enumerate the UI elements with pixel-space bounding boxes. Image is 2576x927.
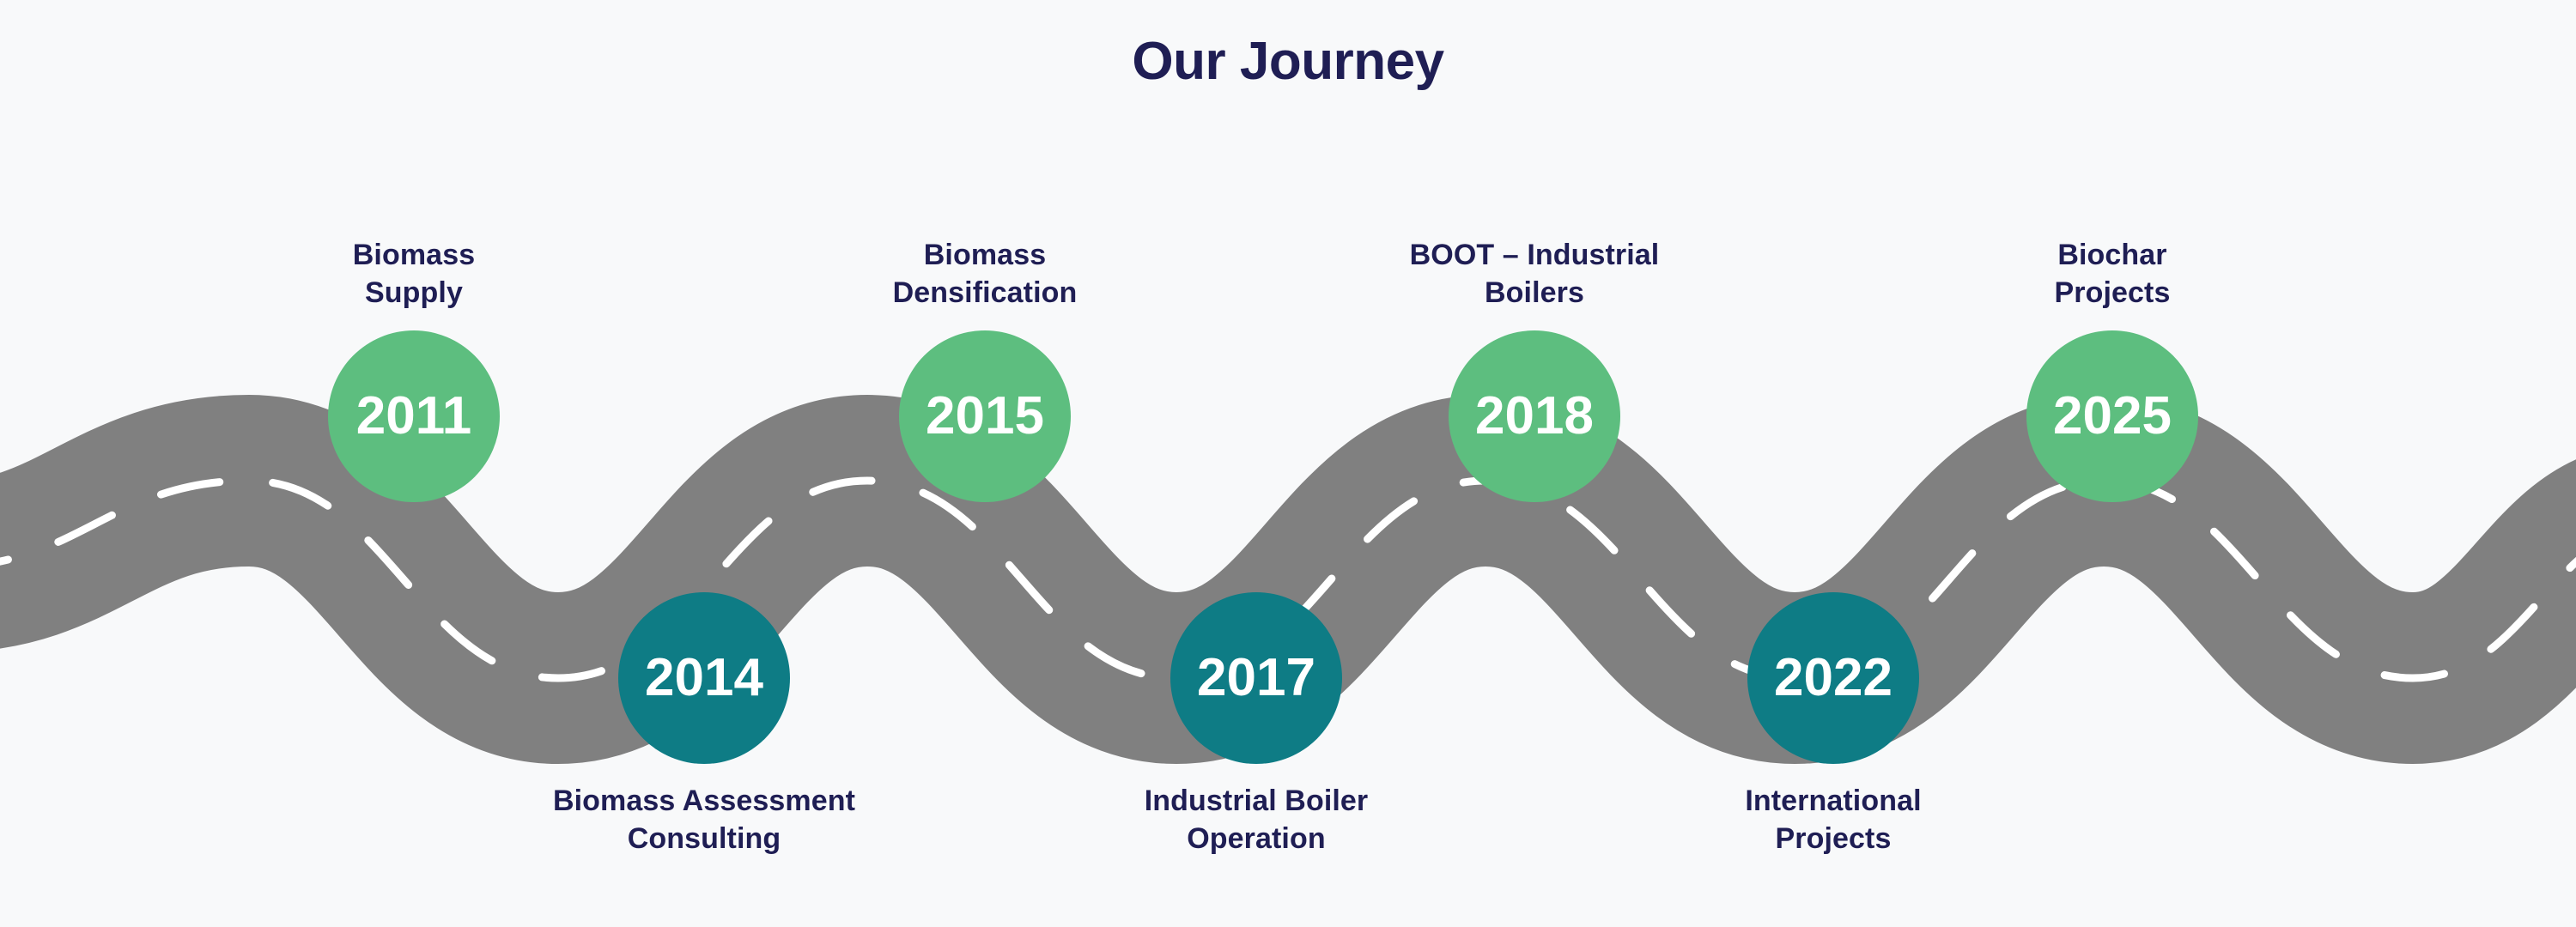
milestone-year-badge[interactable]: 2018 [1449, 330, 1620, 503]
milestone-year-badge[interactable]: 2017 [1170, 592, 1342, 764]
milestone-year-badge[interactable]: 2025 [2026, 330, 2198, 503]
milestone-caption: Biochar Projects [2054, 239, 2171, 309]
milestone-year-badge[interactable]: 2014 [618, 592, 790, 764]
milestone-2011[interactable]: Biomass Supply 2011 [234, 237, 594, 503]
milestone-caption: Industrial Boiler Operation [1144, 785, 1369, 855]
page-title: Our Journey [1132, 32, 1444, 91]
milestone-2022[interactable]: 2022 International Projects [1653, 592, 2014, 857]
road-center-dashes [0, 476, 2576, 682]
milestone-caption: International Projects [1745, 785, 1922, 855]
milestone-year-badge[interactable]: 2011 [328, 330, 500, 503]
milestone-year-badge[interactable]: 2015 [899, 330, 1071, 503]
milestone-2018[interactable]: BOOT – Industrial Boilers 2018 [1354, 237, 1715, 503]
milestone-caption: BOOT – Industrial Boilers [1409, 239, 1660, 309]
milestone-year-badge[interactable]: 2022 [1747, 592, 1919, 764]
milestone-caption: Biomass Supply [352, 239, 476, 309]
milestone-caption: Biomass Densification [892, 239, 1078, 309]
milestone-2017[interactable]: 2017 Industrial Boiler Operation [1076, 592, 1437, 857]
milestone-2015[interactable]: Biomass Densification 2015 [805, 237, 1165, 503]
milestone-2025[interactable]: Biochar Projects 2025 [1932, 237, 2293, 503]
milestone-caption: Biomass Assessment Consulting [552, 785, 856, 855]
milestone-2014[interactable]: 2014 Biomass Assessment Consulting [524, 592, 884, 857]
